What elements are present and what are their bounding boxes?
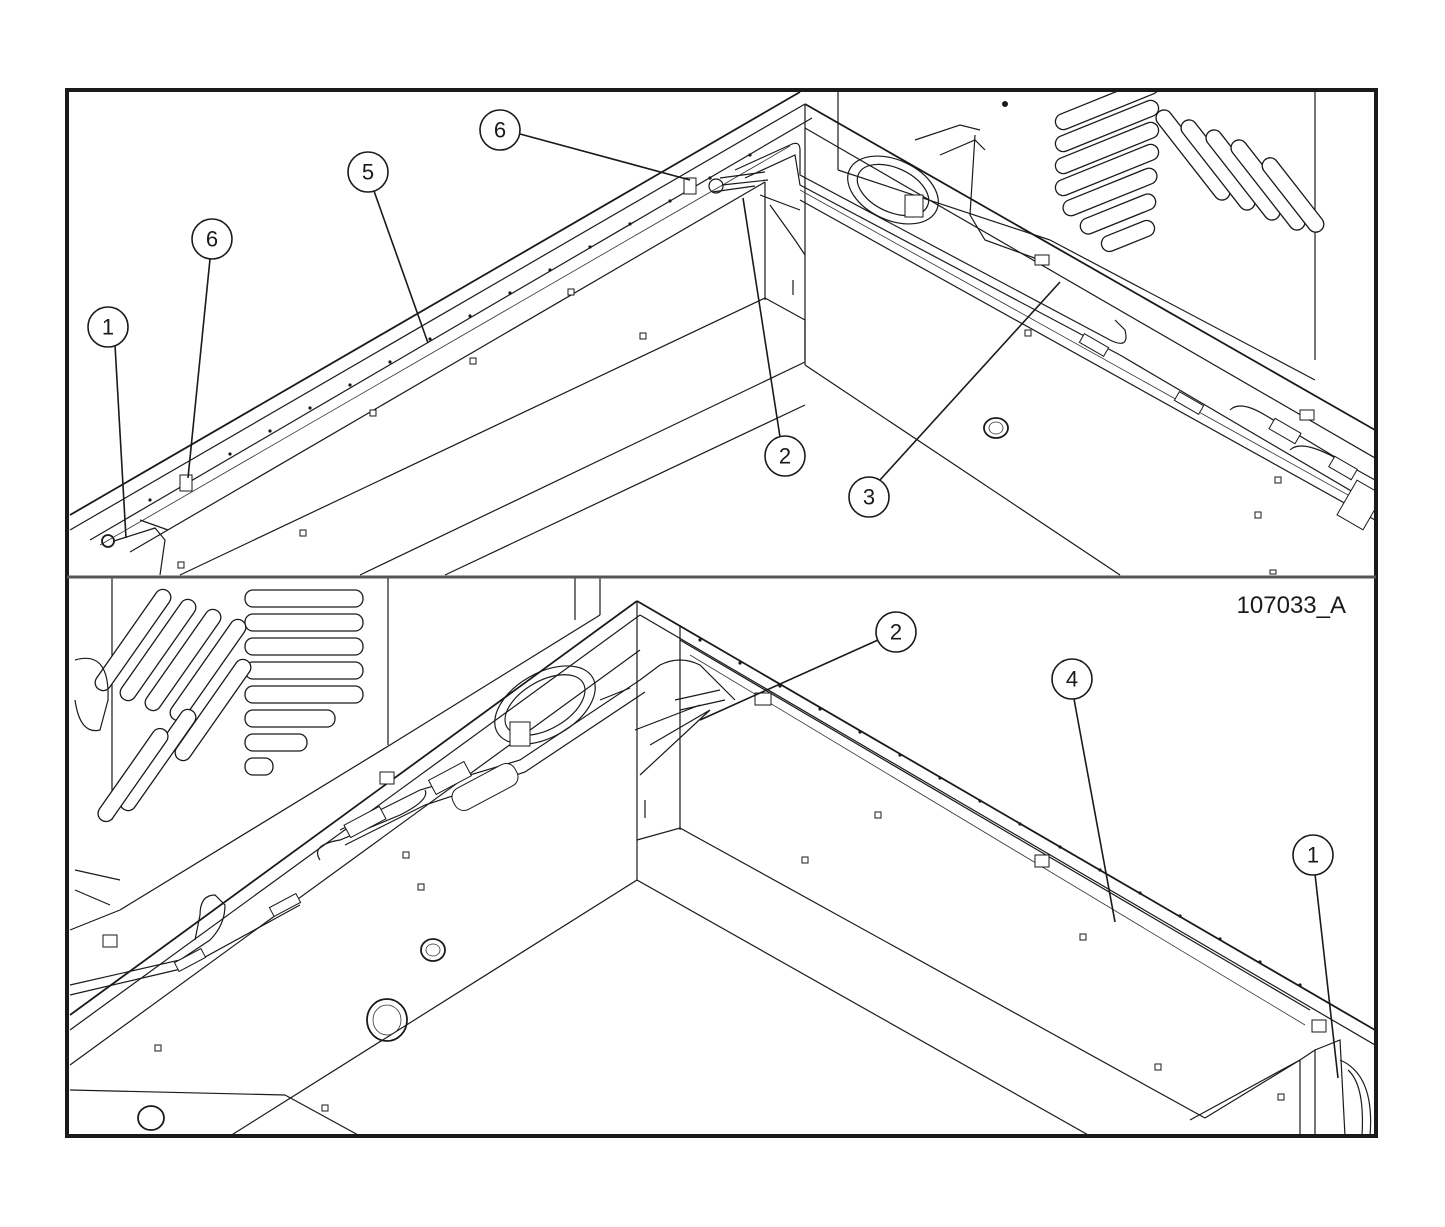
callout-1-bottom: 1 — [1292, 834, 1334, 876]
svg-text:1: 1 — [1307, 843, 1319, 868]
svg-text:1: 1 — [102, 315, 114, 340]
leader-lines — [114, 133, 1339, 1079]
callout-6-left: 6 — [191, 218, 233, 260]
callout-2-top: 2 — [764, 435, 806, 477]
callout-5: 5 — [347, 151, 389, 193]
callout-1-top: 1 — [87, 306, 129, 348]
louver-slots-top — [1054, 91, 1325, 253]
svg-text:4: 4 — [1066, 667, 1078, 692]
callout-3: 3 — [848, 476, 890, 518]
svg-text:6: 6 — [206, 227, 218, 252]
svg-text:6: 6 — [494, 118, 506, 143]
svg-text:3: 3 — [863, 485, 875, 510]
svg-text:5: 5 — [362, 160, 374, 185]
drawing-frame — [65, 88, 1378, 1138]
callout-2-bottom: 2 — [875, 611, 917, 653]
bottom-panel-drawing — [69, 578, 1375, 1136]
callout-4: 4 — [1051, 658, 1093, 700]
figure-id-label: 107033_A — [1237, 592, 1346, 619]
svg-text:2: 2 — [779, 444, 791, 469]
louver-slots-bottom — [94, 588, 364, 823]
rail-holes — [148, 153, 752, 502]
top-panel-drawing — [69, 91, 1375, 576]
svg-text:2: 2 — [890, 620, 902, 645]
callout-6-top: 6 — [479, 109, 521, 151]
